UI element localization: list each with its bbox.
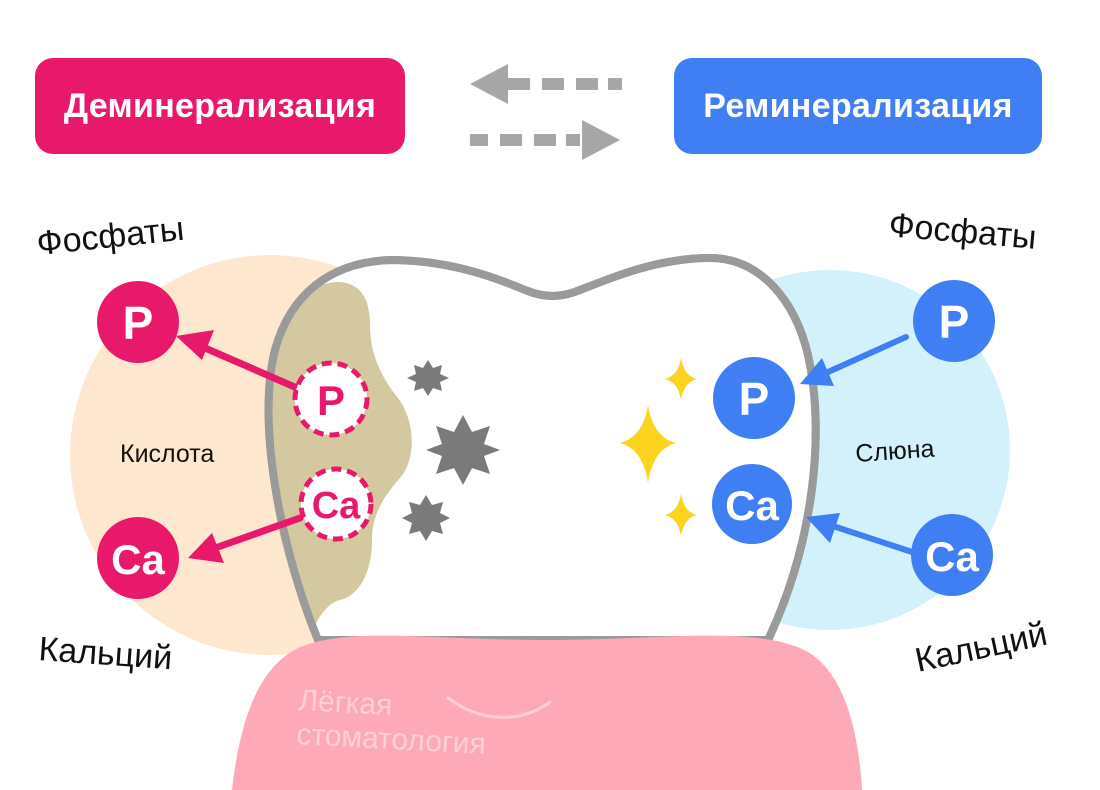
remineralization-badge: Реминерализация [674,58,1042,154]
leaving-phosphorus-ion: P [292,360,370,438]
right-free-calcium-symbol: Ca [925,533,979,580]
demineralization-badge: Деминерализация [35,58,405,154]
left-calcium-arrow [188,514,304,563]
watermark-smile [446,696,552,719]
leaving-calcium-ion: Ca [298,466,374,542]
sparkle-icon [665,358,697,400]
right-free-calcium-ion: Ca [911,514,993,596]
acid-label: Кислота [120,440,214,468]
left-free-phosphorus-ion: P [97,281,179,363]
tooth-outline [264,254,820,642]
left-free-phosphorus-symbol: P [123,297,154,349]
right-dashed-arrow [470,120,620,160]
leaving-calcium-symbol: Ca [312,485,361,527]
right-calcium-label: Кальций [912,615,1051,680]
right-phosphorus-arrow [800,334,909,386]
entering-phosphorus-ion: P [713,357,795,439]
saliva-label: Слюна [854,435,935,468]
remineralization-label: Реминерализация [703,86,1013,125]
right-free-phosphorus-ion: P [913,280,995,362]
damage-burst-icon [426,415,500,485]
right-phosphates-label: Фосфаты [887,206,1038,257]
damage-burst-icon [407,360,449,396]
entering-calcium-ion: Ca [712,464,792,544]
left-dashed-arrow [470,64,622,104]
left-phosphorus-arrow [176,330,301,392]
leaving-phosphorus-symbol: P [317,377,345,424]
sparkle-icon [620,405,676,483]
left-free-calcium-ion: Ca [97,517,179,599]
damage-burst-icon [402,495,450,541]
exchange-arrows-icon [470,64,622,160]
entering-phosphorus-symbol: P [739,373,770,425]
entering-calcium-symbol: Ca [725,482,779,529]
demineralization-label: Деминерализация [63,86,377,125]
sparkle-icon [665,494,697,536]
gum [232,635,862,790]
right-free-phosphorus-symbol: P [939,296,970,348]
left-calcium-label: Кальций [37,630,173,677]
caries-zone [266,282,412,632]
left-free-calcium-symbol: Ca [111,536,165,583]
right-calcium-arrow [806,513,915,555]
watermark-line-1: Лёгкая [298,684,394,722]
left-phosphates-label: Фосфаты [35,210,186,263]
